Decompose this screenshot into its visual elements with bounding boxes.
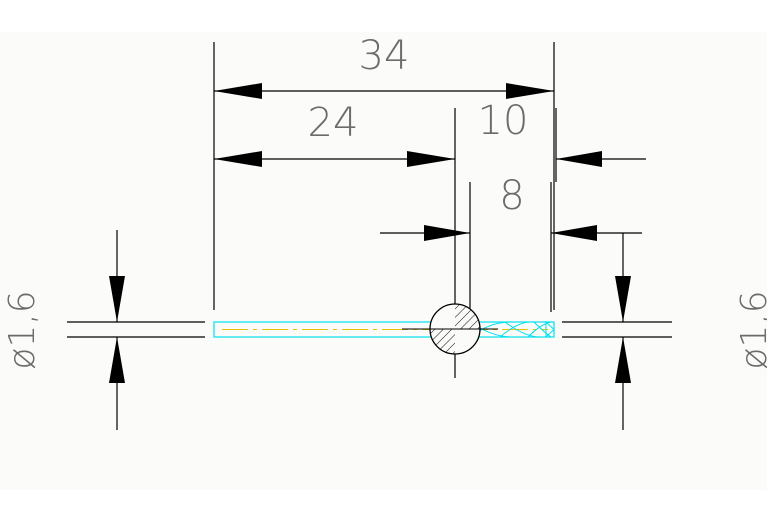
drill-tip: [545, 320, 555, 339]
dimension-label-10: 10: [478, 98, 529, 144]
arrowhead-34-right: [506, 83, 554, 99]
extension-lines: [213, 42, 557, 378]
dimension-8: 8: [380, 173, 642, 241]
arrowhead-dia-left-bottom: [109, 337, 125, 383]
dimension-24: 24: [214, 100, 455, 167]
arrowhead-24-left: [214, 151, 262, 167]
arrowhead-34-left: [214, 83, 262, 99]
arrowhead-8-left: [424, 225, 470, 241]
arrowhead-24-right: [407, 151, 455, 167]
arrowhead-dia-right-top: [615, 276, 631, 322]
dimension-34: 34: [214, 33, 554, 99]
paper-background: [0, 32, 767, 490]
dimension-label-34: 34: [359, 33, 410, 79]
diameter-dimension-left: ø1,6: [2, 230, 205, 430]
dimension-label-8: 8: [499, 173, 524, 219]
diameter-label-right: ø1,6: [734, 290, 767, 369]
arrowhead-dia-left-top: [109, 276, 125, 322]
arrowhead-10: [556, 151, 602, 167]
arrowhead-dia-right-bottom: [615, 337, 631, 383]
diameter-dimension-right: ø1,6: [562, 233, 767, 430]
dimension-10: 10: [478, 98, 646, 167]
diameter-label-left: ø1,6: [2, 290, 43, 369]
dimension-label-24: 24: [308, 100, 359, 146]
arrowhead-8-right: [551, 225, 597, 241]
